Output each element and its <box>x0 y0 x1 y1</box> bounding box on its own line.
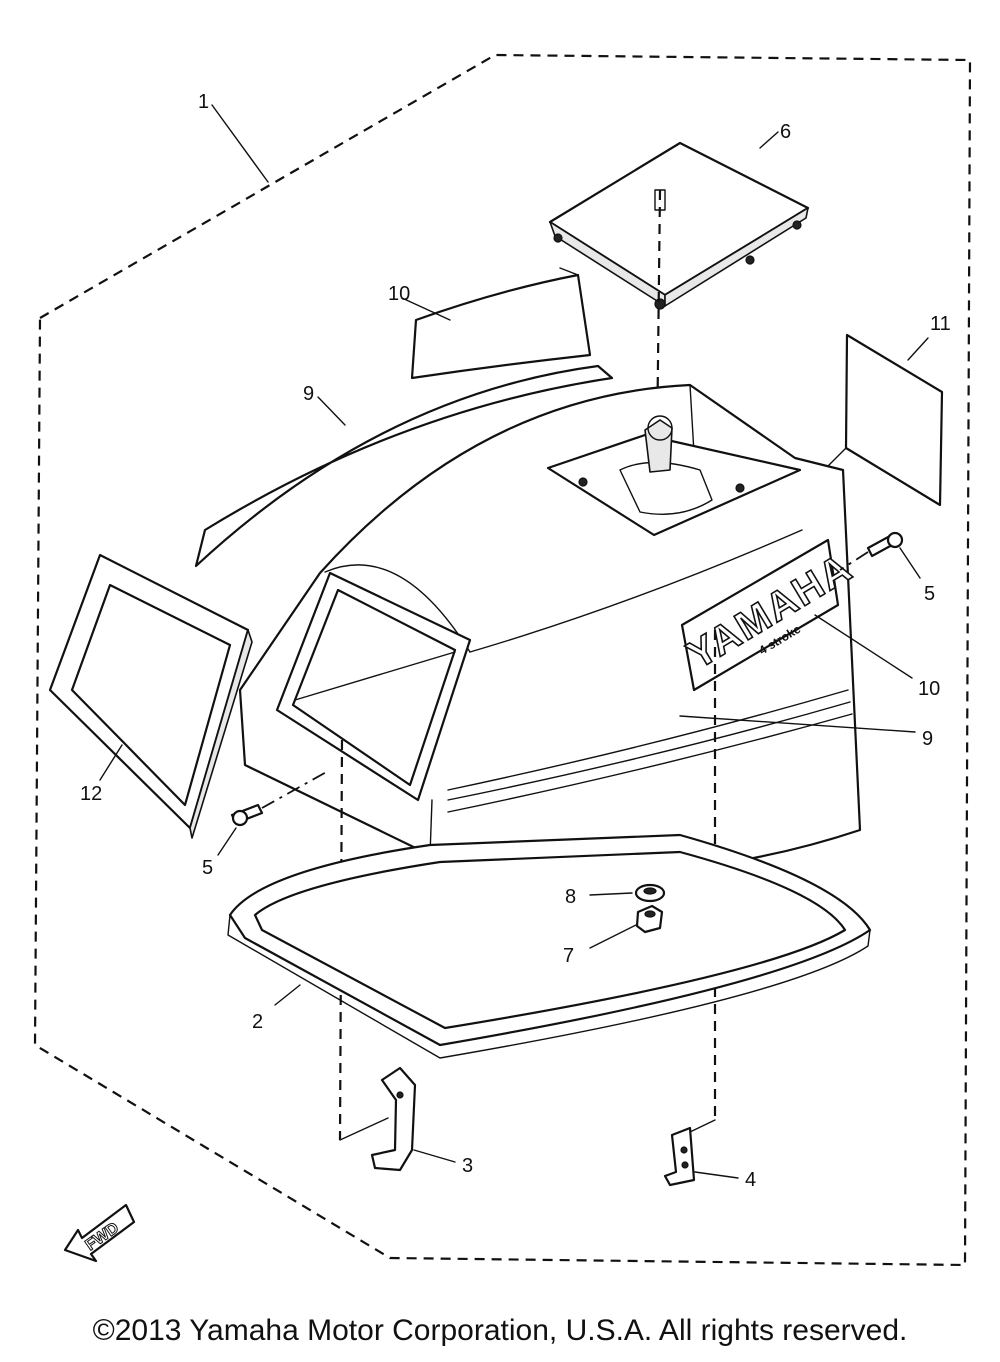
bolt-left <box>230 803 264 827</box>
leader-5-left <box>217 827 237 856</box>
leader-10-top <box>401 297 451 321</box>
stripe-top <box>194 364 614 568</box>
washer <box>634 883 666 903</box>
bolt-right <box>866 531 904 558</box>
copyright-notice: ©2013 Yamaha Motor Corporation, U.S.A. A… <box>92 1314 908 1347</box>
part-label-1: 1 <box>198 91 209 113</box>
service-lid <box>548 141 810 310</box>
leader-9-top <box>317 396 346 426</box>
leader-1 <box>211 104 269 183</box>
part-label-2: 2 <box>252 1011 263 1033</box>
part-label-10-side: 10 <box>918 678 940 700</box>
bracket-left <box>370 1066 417 1172</box>
decal-strip-top <box>410 273 592 380</box>
part-label-9-top: 9 <box>303 383 314 405</box>
part-label-4: 4 <box>745 1169 756 1191</box>
part-label-5-left: 5 <box>202 857 213 879</box>
seal-ring <box>227 833 872 1059</box>
leader-5-right <box>899 547 921 579</box>
leader-12 <box>99 744 123 781</box>
leader-10-side <box>814 614 913 679</box>
bracket-right <box>663 1126 696 1187</box>
part-label-7: 7 <box>563 945 574 967</box>
part-label-3: 3 <box>462 1155 473 1177</box>
leader-11 <box>907 337 929 361</box>
part-label-12: 12 <box>80 783 102 805</box>
window-cover <box>48 553 253 839</box>
leader-7 <box>589 924 637 949</box>
part-label-11: 11 <box>930 313 951 335</box>
leader-4 <box>694 1171 739 1179</box>
part-label-8: 8 <box>565 886 576 908</box>
label-plate <box>844 333 944 507</box>
part-label-10-top: 10 <box>388 283 410 305</box>
leader-9-side <box>679 715 916 733</box>
top-cowling: YAMAHA 4 stroke <box>238 383 862 874</box>
part-label-9-side: 9 <box>922 728 933 750</box>
exploded-parts-diagram: YAMAHA 4 stroke <box>33 53 972 1267</box>
part-label-6: 6 <box>780 121 791 143</box>
fwd-arrow-icon: FWD <box>63 1203 136 1263</box>
leader-8 <box>589 892 633 896</box>
leader-6 <box>759 131 779 149</box>
nut <box>635 904 664 934</box>
leader-3 <box>413 1149 456 1163</box>
leader-2 <box>274 984 301 1006</box>
part-label-5-right: 5 <box>924 583 935 605</box>
